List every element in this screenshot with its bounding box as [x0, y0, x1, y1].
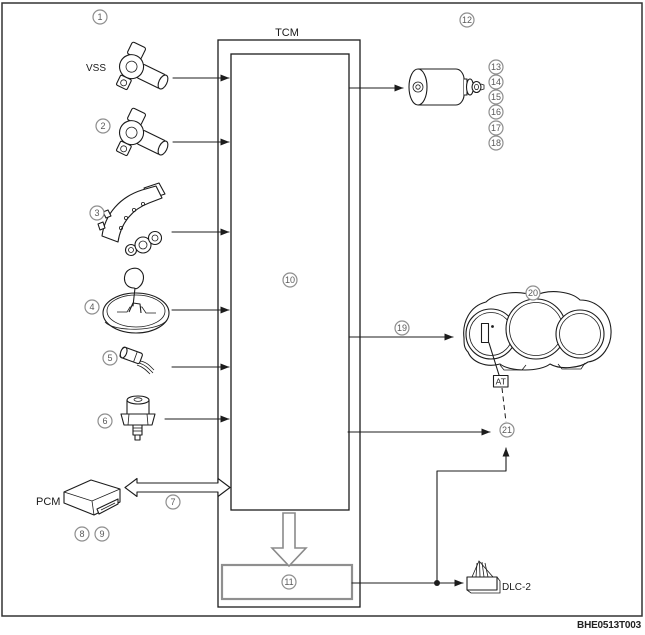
callout-14: 14 — [488, 74, 504, 90]
tcm-outer-box — [217, 39, 361, 608]
instrument-cluster-icon — [463, 291, 612, 371]
callout-3: 3 — [89, 205, 105, 221]
svg-text:16: 16 — [491, 107, 501, 117]
callout-6: 6 — [97, 413, 113, 429]
wire-junction-dot — [434, 580, 440, 586]
vss-sensor-icon — [116, 41, 169, 91]
callout-20: 20 — [525, 285, 541, 301]
callout-4: 4 — [84, 299, 100, 315]
pcm-label: PCM — [36, 496, 60, 508]
callout-15: 15 — [488, 89, 504, 105]
svg-text:13: 13 — [491, 62, 501, 72]
svg-text:7: 7 — [170, 497, 175, 507]
svg-text:19: 19 — [397, 323, 407, 333]
svg-text:8: 8 — [79, 529, 84, 539]
svg-text:12: 12 — [462, 15, 472, 25]
callout-10: 10 — [282, 272, 298, 288]
callout-16: 16 — [488, 104, 504, 120]
svg-text:20: 20 — [528, 288, 538, 298]
callout-2: 2 — [95, 118, 111, 134]
callout-17: 17 — [488, 120, 504, 136]
svg-text:2: 2 — [100, 121, 105, 131]
range-switch-icon — [97, 182, 166, 257]
vss-label: VSS — [86, 63, 106, 74]
shift-lever-icon — [102, 267, 170, 334]
at-indicator-lamp — [480, 322, 490, 344]
wire-junction-to-at-indicator — [436, 447, 510, 584]
tcm-inner-box — [230, 53, 350, 511]
callout-12: 12 — [459, 12, 475, 28]
callout-1: 1 — [92, 9, 108, 25]
svg-text:1: 1 — [97, 12, 102, 22]
dlc2-connector-icon — [466, 560, 501, 594]
pcm-tcm-bidirectional-arrow — [124, 477, 231, 498]
figure-border — [1, 2, 643, 617]
solenoid-icon — [408, 68, 485, 106]
callout-5: 5 — [102, 350, 118, 366]
pressure-switch-icon — [120, 395, 156, 441]
svg-text:10: 10 — [285, 275, 295, 285]
svg-text:6: 6 — [102, 416, 107, 426]
svg-text:17: 17 — [491, 123, 501, 133]
callout-9: 9 — [94, 526, 110, 542]
callout-19: 19 — [394, 320, 410, 336]
callout-21: 21 — [499, 422, 515, 438]
callout-13: 13 — [488, 59, 504, 75]
svg-text:4: 4 — [89, 302, 94, 312]
callout-7: 7 — [165, 494, 181, 510]
temp-sensor-icon — [119, 346, 155, 375]
pcm-module-icon — [63, 479, 121, 516]
callout-18: 18 — [488, 135, 504, 151]
at-to-callout-21-dashed-line — [501, 387, 507, 423]
callout-8: 8 — [74, 526, 90, 542]
svg-text:18: 18 — [491, 138, 501, 148]
svg-text:15: 15 — [491, 92, 501, 102]
at-label-box — [492, 374, 509, 388]
svg-text:3: 3 — [94, 208, 99, 218]
callout-11: 11 — [281, 574, 297, 590]
at-label: AT — [496, 377, 506, 387]
figure-code: BHE0513T003 — [577, 620, 642, 631]
tcm-label: TCM — [275, 27, 299, 39]
dlc2-label: DLC-2 — [502, 582, 531, 593]
indicator-callout-line — [488, 342, 500, 376]
input-speed-sensor-icon — [116, 107, 169, 157]
svg-text:21: 21 — [502, 425, 512, 435]
svg-text:11: 11 — [284, 577, 293, 587]
svg-text:9: 9 — [99, 529, 104, 539]
svg-text:14: 14 — [491, 77, 501, 87]
svg-text:5: 5 — [107, 353, 112, 363]
tcm-internal-down-arrow — [270, 512, 308, 568]
